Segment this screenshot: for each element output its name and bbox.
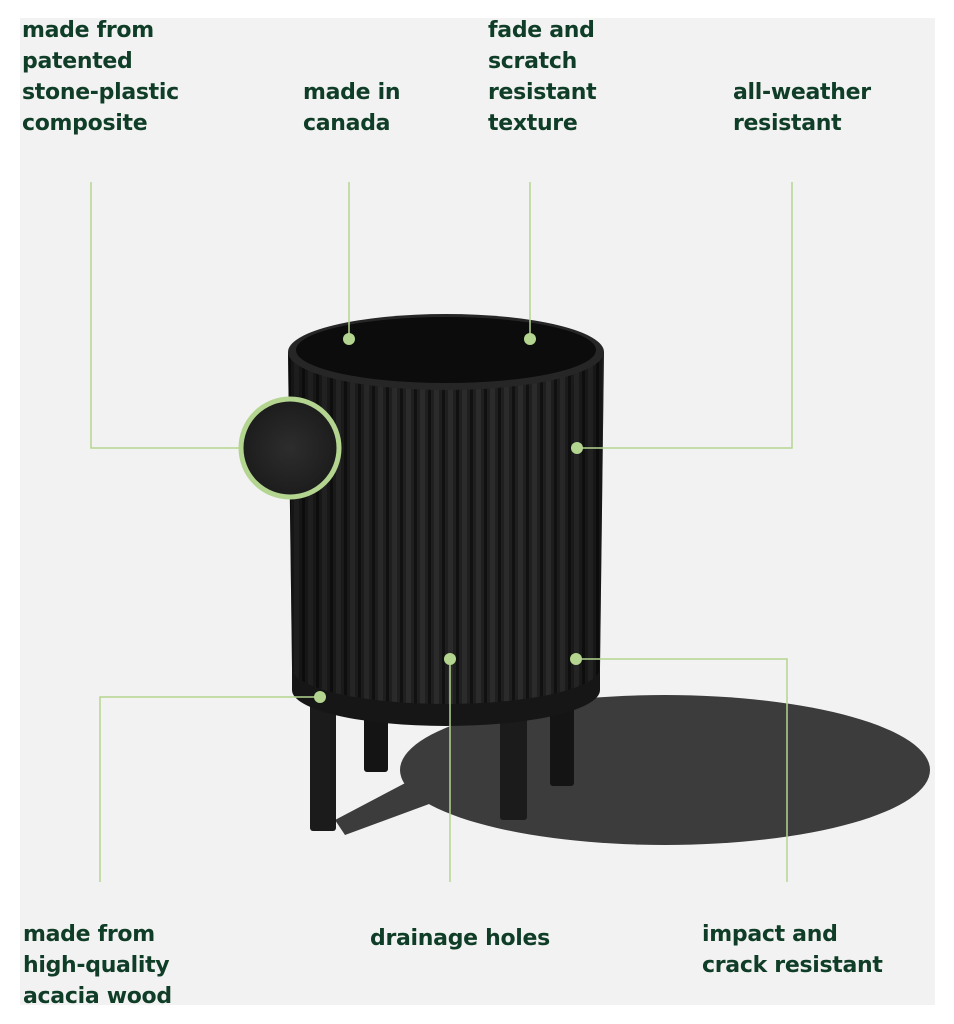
planter-shadow [400,695,930,845]
planter-opening [296,317,596,383]
marker-dot [314,691,326,703]
label-line: made in [303,80,401,105]
label-line: canada [303,111,391,136]
leader-line-composite [90,182,240,449]
label-line: fade and [488,18,595,43]
feature-composite: made from patented stone-plastic composi… [22,15,179,139]
planter-shadow [335,770,440,835]
label-line: made from [22,18,154,43]
label-line: stone-plastic [22,80,179,105]
feature-wood: made from high-quality acacia wood [23,919,172,1012]
label-line: patented [22,49,133,74]
leader-line-weather [577,182,793,449]
marker-dot [524,333,536,345]
label-line: impact and [702,922,838,947]
marker-dot [571,442,583,454]
label-line: acacia wood [23,984,172,1009]
leader-line-impact [576,658,788,882]
feature-texture: fade and scratch resistant texture [488,15,597,139]
feature-weather: all-weather resistant [733,77,871,139]
label-line: texture [488,111,578,136]
feature-drainage: drainage holes [370,923,550,954]
marker-dot [570,653,582,665]
label-line: all-weather [733,80,871,105]
marker-dot [343,333,355,345]
texture-closeup [238,396,342,500]
label-line: high-quality [23,953,170,978]
planter-body-shading [288,352,604,704]
label-line: crack resistant [702,953,883,978]
stand-leg [310,695,336,831]
label-line: resistant [733,111,842,136]
feature-canada: made in canada [303,77,401,139]
label-line: made from [23,922,155,947]
leader-line-wood [99,696,320,882]
label-line: composite [22,111,148,136]
label-line: resistant [488,80,597,105]
stand-leg [500,700,527,820]
marker-dot [444,653,456,665]
feature-impact: impact and crack resistant [702,919,883,981]
label-line: scratch [488,49,577,74]
label-line: drainage holes [370,926,550,951]
